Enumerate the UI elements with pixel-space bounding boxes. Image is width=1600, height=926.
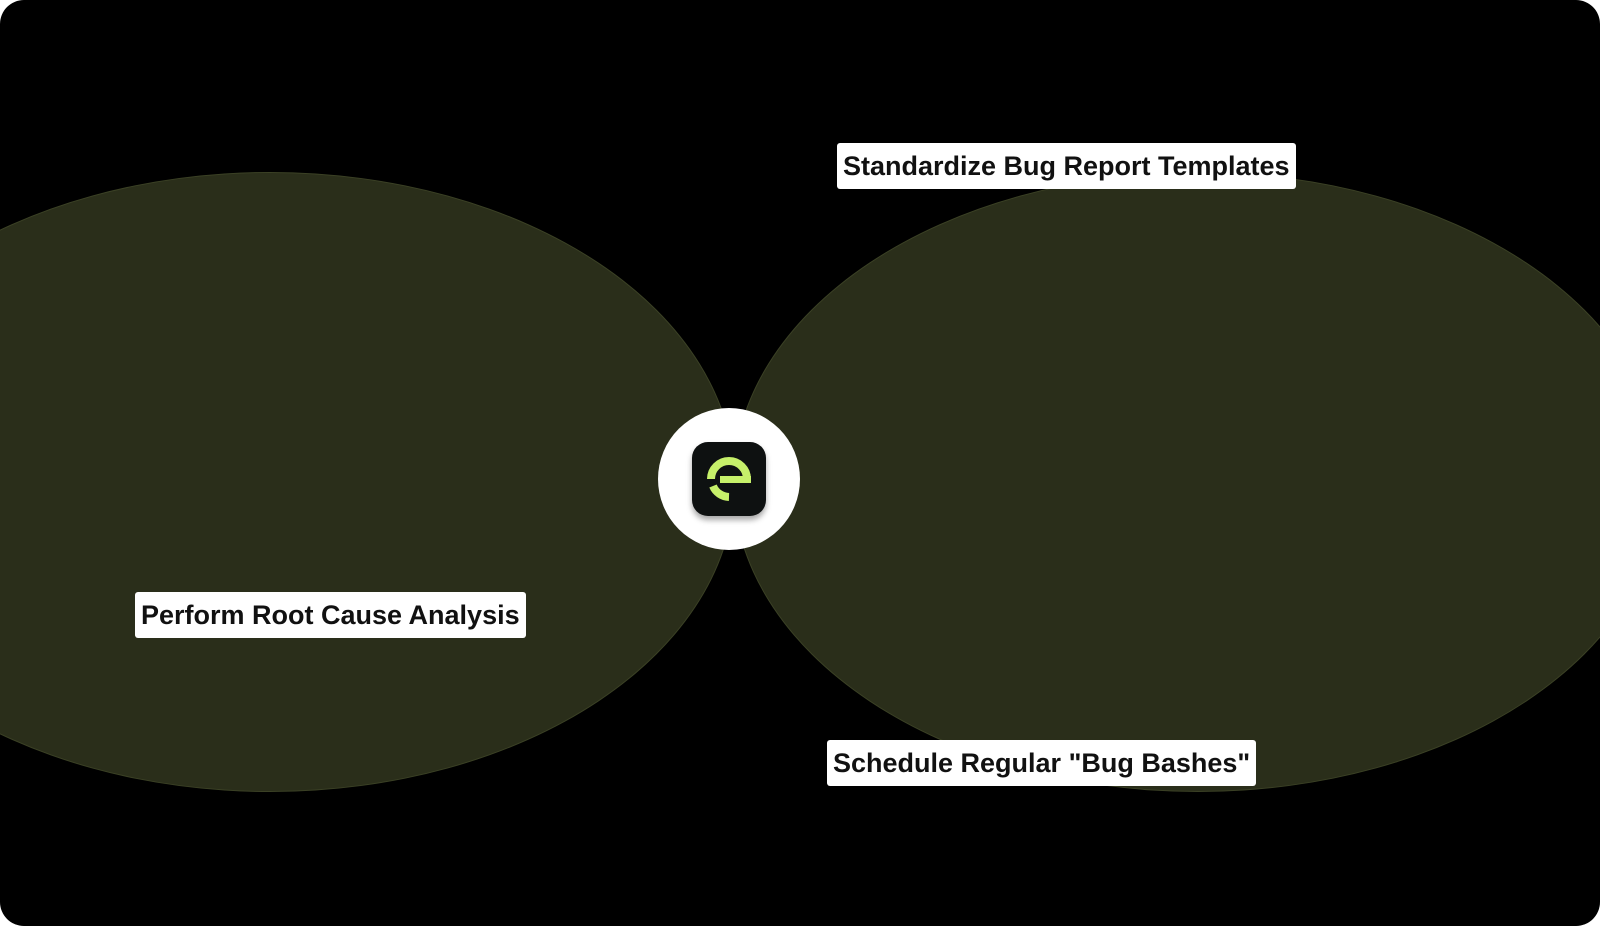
center-hub [658,408,800,550]
logo-tile [692,442,766,516]
label-standardize-templates: Standardize Bug Report Templates [837,143,1296,189]
label-bug-bashes: Schedule Regular "Bug Bashes" [827,740,1257,786]
right-region [733,172,1600,792]
e-logo-icon [707,457,751,501]
left-region [0,172,735,792]
label-root-cause-analysis: Perform Root Cause Analysis [135,592,526,638]
